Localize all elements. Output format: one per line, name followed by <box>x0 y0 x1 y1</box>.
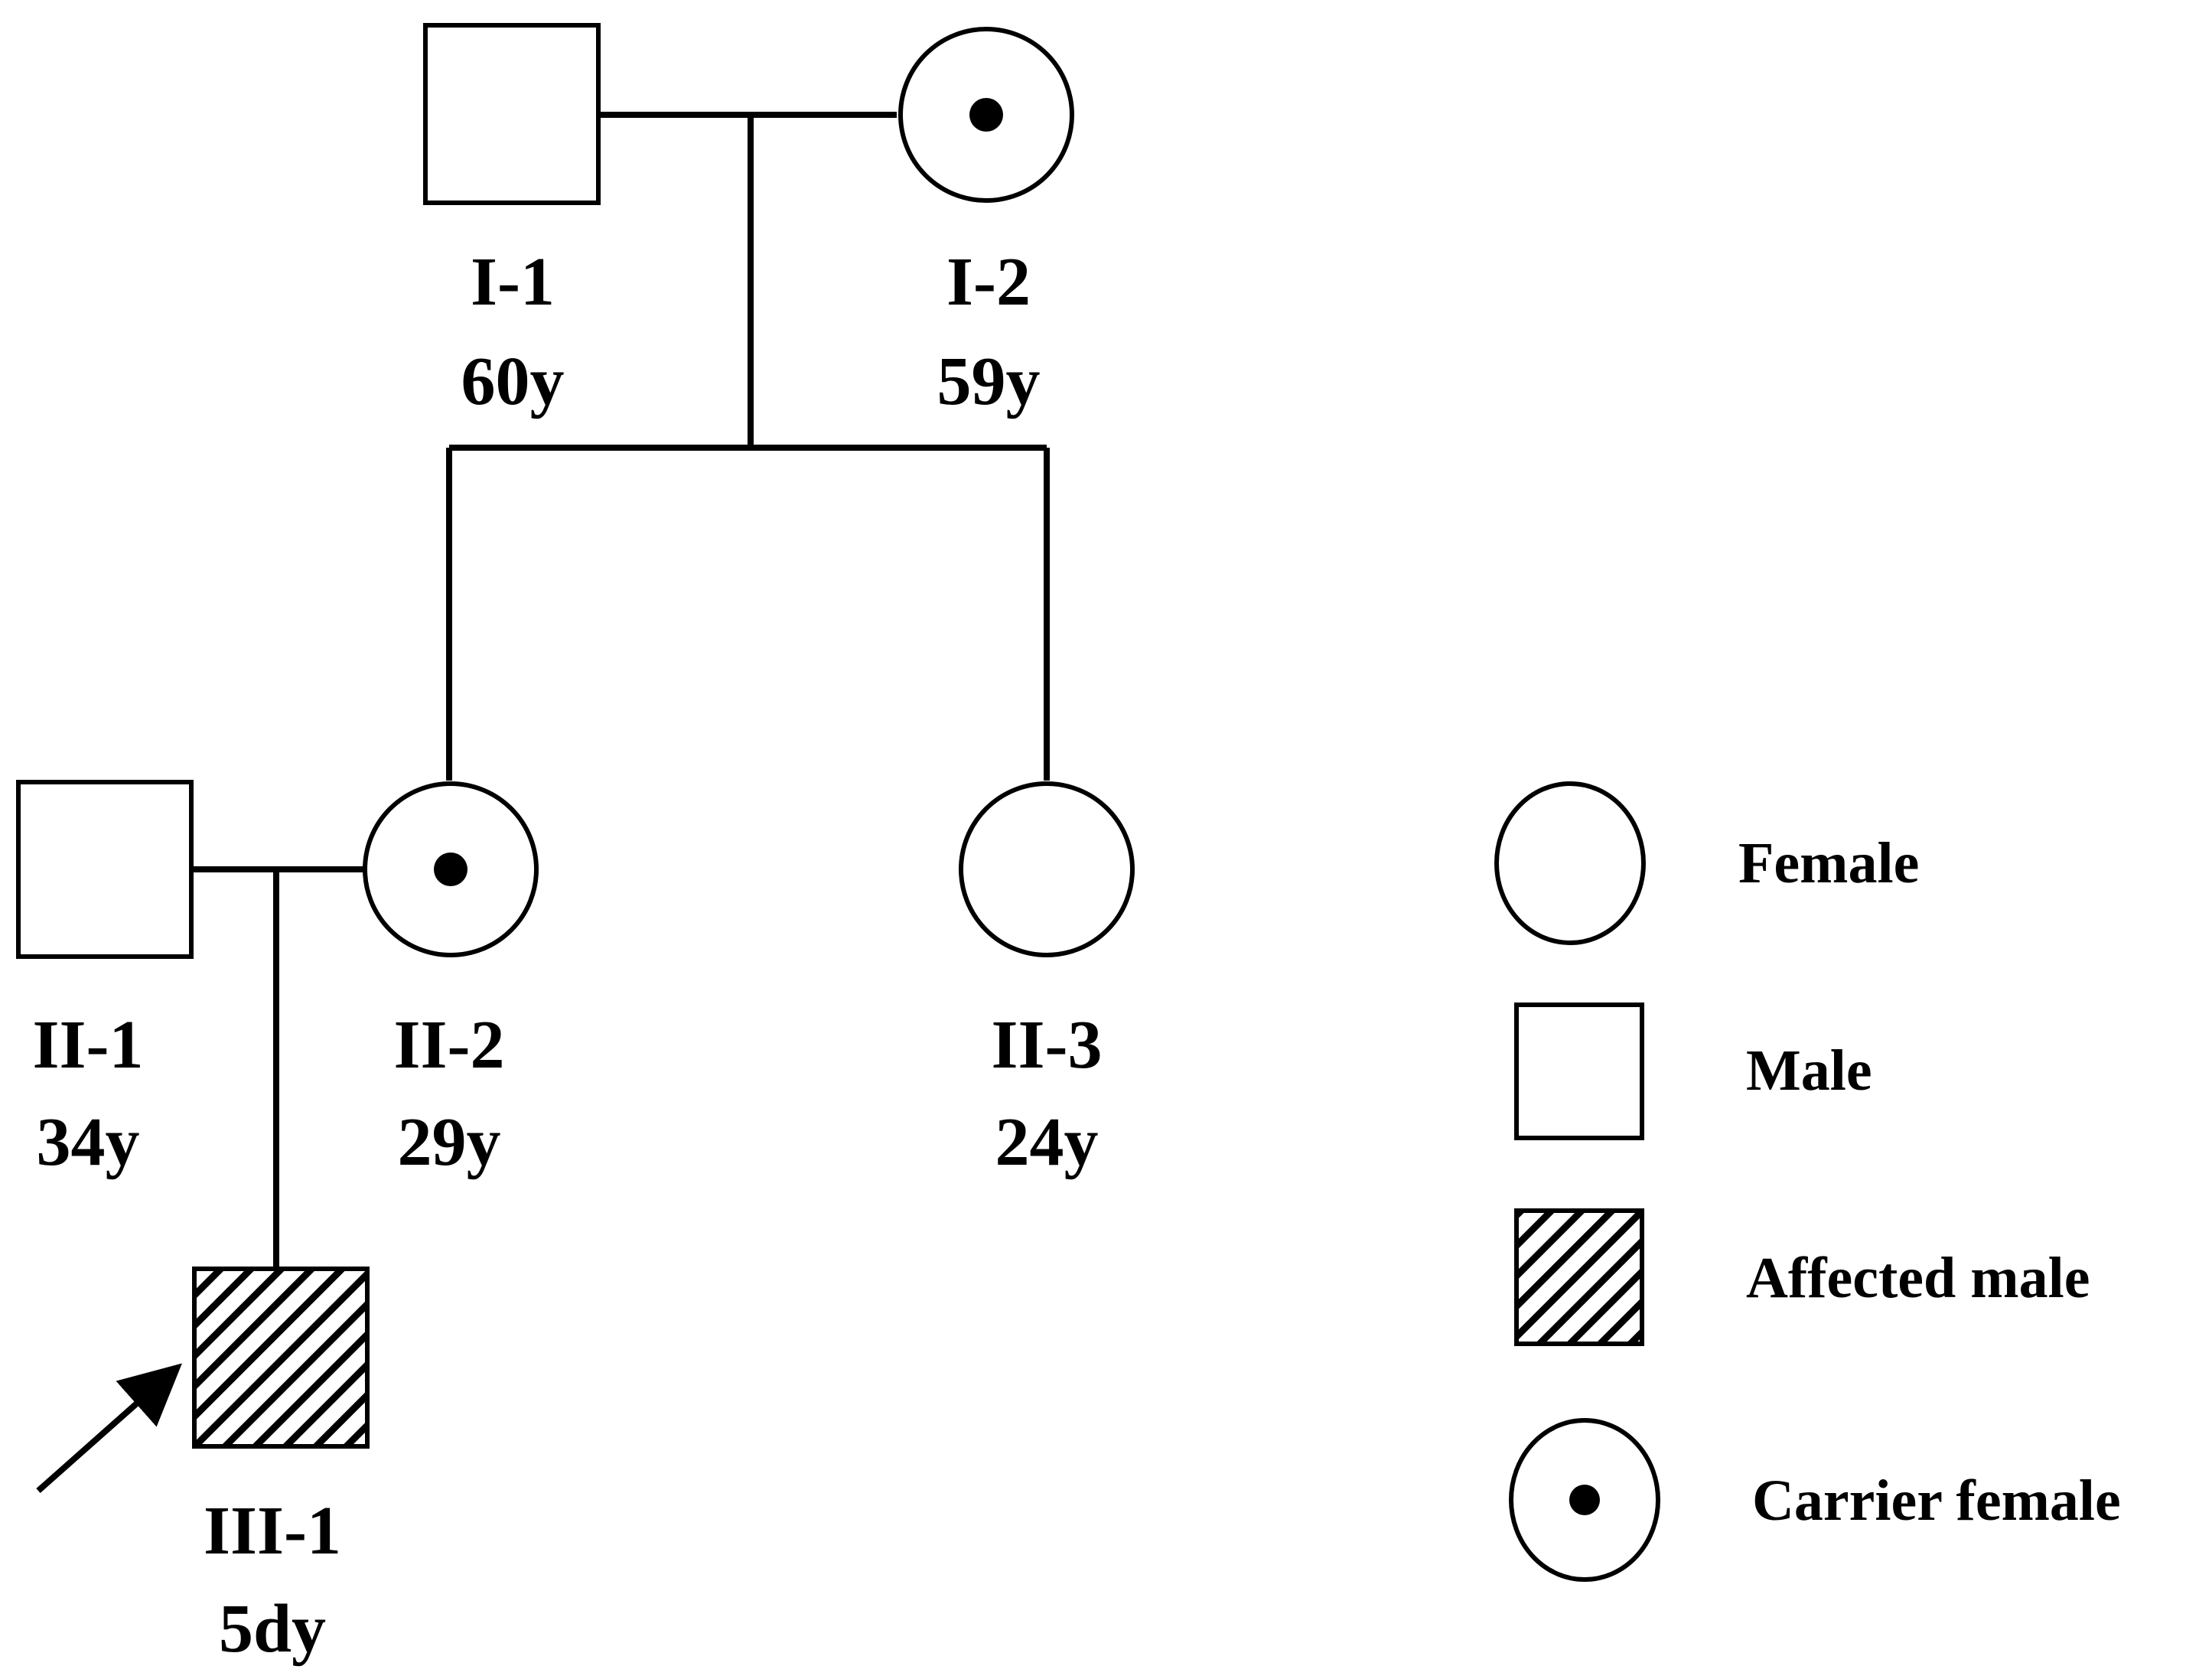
legend-label: Carrier female <box>1752 1469 2121 1533</box>
male-symbol <box>1514 1003 1644 1140</box>
legend-affected-male: Affected male <box>1514 1208 2090 1346</box>
individual-id: II-2 <box>393 1007 504 1083</box>
individual-id: II-3 <box>991 1007 1102 1083</box>
legend-label: Male <box>1746 1038 1872 1103</box>
legend: Female Male Affected male Carrier female <box>1494 781 2121 1582</box>
carrier-dot <box>969 98 1003 132</box>
individual-id: II-1 <box>32 1007 143 1083</box>
individual-i2: I-2 59y <box>898 27 1074 419</box>
individual-ii2: II-2 29y <box>363 781 539 1180</box>
individual-age: 5dy <box>219 1591 326 1667</box>
individual-i1: I-1 60y <box>423 23 601 419</box>
carrier-dot <box>1569 1485 1600 1515</box>
affected-male-symbol <box>192 1267 370 1449</box>
individual-age: 24y <box>995 1104 1099 1180</box>
individual-id: I-2 <box>946 244 1031 320</box>
individual-id: III-1 <box>204 1493 341 1569</box>
carrier-dot <box>434 853 467 886</box>
individual-age: 59y <box>937 344 1041 419</box>
male-symbol <box>16 780 194 959</box>
female-symbol <box>959 781 1135 957</box>
legend-male: Male <box>1514 1003 1872 1140</box>
individual-age: 34y <box>37 1104 140 1180</box>
male-symbol <box>423 23 601 205</box>
legend-label: Female <box>1738 831 1919 895</box>
proband-arrow <box>36 1363 182 1493</box>
affected-male-symbol <box>1514 1208 1644 1346</box>
legend-female: Female <box>1494 781 1919 945</box>
individual-id: I-1 <box>471 244 555 320</box>
legend-label: Affected male <box>1746 1246 2090 1310</box>
individual-age: 29y <box>398 1104 501 1180</box>
female-symbol <box>1494 781 1646 945</box>
individual-iii1: III-1 5dy <box>36 1267 370 1667</box>
individual-ii3: II-3 24y <box>959 781 1135 1180</box>
legend-carrier-female: Carrier female <box>1509 1418 2121 1582</box>
pedigree-lines <box>191 112 1050 1269</box>
individual-ii1: II-1 34y <box>16 780 194 1180</box>
individual-age: 60y <box>461 344 565 419</box>
